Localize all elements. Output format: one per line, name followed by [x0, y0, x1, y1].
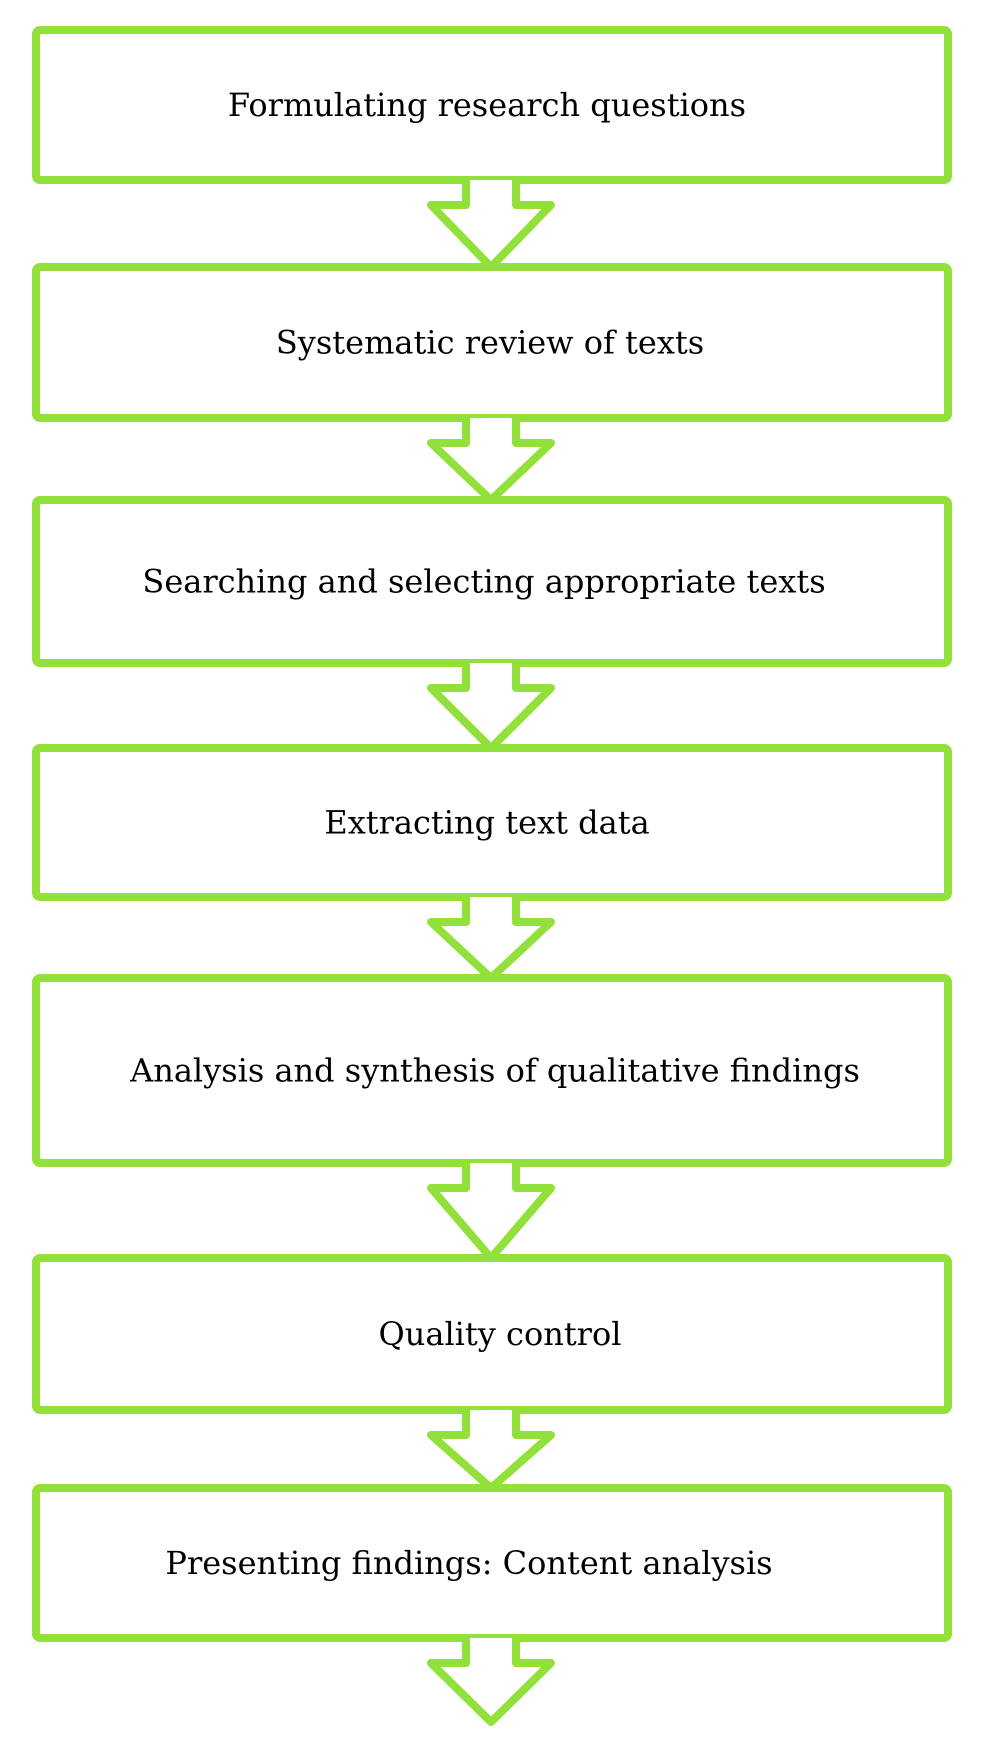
step-label-5: Analysis and synthesis of qualitative fi… [129, 1052, 860, 1090]
step-boxes [32, 26, 952, 1642]
step-label-4: Extracting text data [324, 804, 649, 842]
step-labels: Formulating research questionsSystematic… [129, 86, 860, 1582]
arrow-6-to-7 [427, 1406, 555, 1492]
step-arrows [427, 176, 555, 1726]
arrow-3-to-4 [427, 659, 555, 752]
step-label-2: Systematic review of texts [276, 324, 704, 362]
step-label-1: Formulating research questions [228, 86, 746, 124]
step-label-7: Presenting findings: Content analysis [165, 1544, 772, 1582]
arrow-4-to-5 [427, 893, 555, 982]
step-label-6: Quality control [379, 1315, 622, 1353]
arrow-final [427, 1634, 555, 1726]
arrow-1-to-2 [427, 176, 555, 271]
step-label-3: Searching and selecting appropriate text… [142, 563, 825, 601]
arrow-2-to-3 [427, 414, 555, 504]
arrow-5-to-6 [427, 1159, 555, 1262]
